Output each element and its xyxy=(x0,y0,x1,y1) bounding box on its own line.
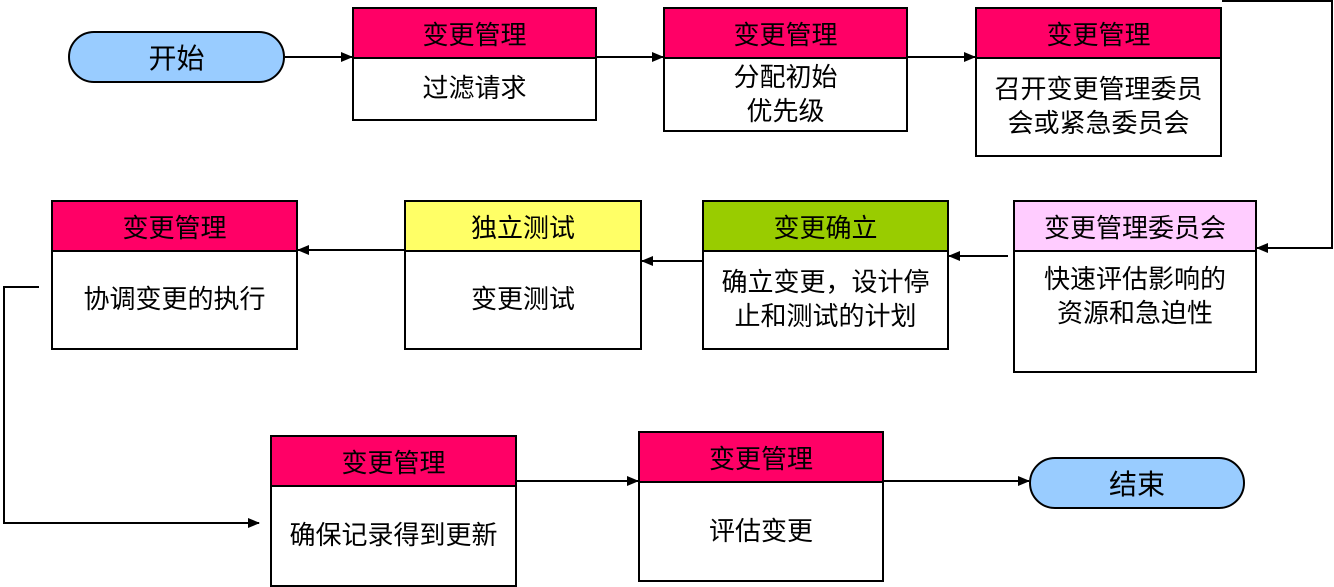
step-body: 分配初始优先级 xyxy=(733,62,838,127)
step-filter-requests: 变更管理 过滤请求 xyxy=(352,7,597,121)
step-header: 变更管理 xyxy=(272,437,515,487)
step-header: 变更管理 xyxy=(640,433,882,483)
step-header: 变更确立 xyxy=(704,202,947,252)
step-body: 快速评估影响的资源和急迫性 xyxy=(1043,264,1226,329)
connector-step3-to-step4 xyxy=(1222,0,1333,253)
step-cab-assessment: 变更管理委员会 快速评估影响的资源和急迫性 xyxy=(1013,200,1257,373)
step-header: 变更管理 xyxy=(665,9,906,59)
start-label: 开始 xyxy=(148,42,205,75)
step-header: 变更管理 xyxy=(53,202,296,252)
step-body: 确保记录得到更新 xyxy=(289,521,498,551)
end-label: 结束 xyxy=(1108,468,1165,501)
step-independent-test: 独立测试 变更测试 xyxy=(404,200,642,350)
step-header: 变更管理 xyxy=(977,9,1220,59)
step-body: 确立变更，设计停止和测试的计划 xyxy=(721,268,930,332)
step-body: 过滤请求 xyxy=(422,74,527,104)
step-assign-priority: 变更管理 分配初始优先级 xyxy=(663,7,908,132)
step-change-established: 变更确立 确立变更，设计停止和测试的计划 xyxy=(702,200,949,350)
step-evaluate-change: 变更管理 评估变更 xyxy=(638,431,884,582)
step-header: 独立测试 xyxy=(406,202,640,252)
step-ensure-records-updated: 变更管理 确保记录得到更新 xyxy=(270,435,517,587)
step-body: 评估变更 xyxy=(708,516,813,547)
step-body: 变更测试 xyxy=(470,285,575,315)
step-header: 变更管理委员会 xyxy=(1015,202,1255,252)
step-header: 变更管理 xyxy=(354,9,595,59)
start-terminal: 开始 xyxy=(68,31,285,83)
step-coordinate-execution: 变更管理 协调变更的执行 xyxy=(51,200,298,350)
step-body: 协调变更的执行 xyxy=(83,285,266,315)
step-convene-cab: 变更管理 召开变更管理委员会或紧急委员会 xyxy=(975,7,1222,157)
end-terminal: 结束 xyxy=(1029,457,1245,509)
step-body: 召开变更管理委员会或紧急委员会 xyxy=(994,75,1203,139)
connector-step7-to-step8 xyxy=(3,286,260,528)
